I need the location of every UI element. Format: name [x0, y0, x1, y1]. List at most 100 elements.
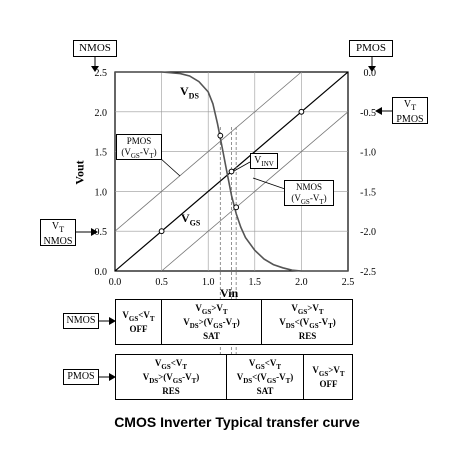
vinv-v: V — [254, 155, 262, 166]
nmos-row-label: NMOS — [63, 313, 99, 329]
y-right-tick-label: -1.5 — [360, 187, 376, 198]
pmos-row-label: PMOS — [63, 369, 99, 385]
pmos-top-tag: PMOS — [349, 40, 393, 57]
vgs-v: V — [181, 211, 190, 225]
pmos-cell-line: VDS<(VGS-VT) — [236, 372, 294, 385]
pmos-cell-line: OFF — [319, 378, 338, 389]
pmos-cell-line: VDS>(VGS-VT) — [142, 372, 200, 385]
nmos-note: NMOS (VGS-VT) — [284, 180, 334, 206]
nmos-top-arrowhead — [91, 66, 99, 72]
nmos-note-close: ) — [323, 193, 327, 203]
marker-point — [298, 108, 305, 115]
nmos-note-open: (V — [291, 193, 301, 203]
y-right-tick-labels: 0.0-0.5-1.0-1.5-2.0-2.5 — [360, 68, 376, 278]
nmos-note-title: NMOS — [295, 182, 322, 192]
y-left-tick-label: 2.5 — [95, 68, 108, 79]
vinv-tag: VINV — [250, 153, 278, 169]
vt-nmos-arrowhead — [91, 228, 98, 236]
nmos-note-minus: -V — [309, 193, 320, 203]
vt-pmos-sub: T — [411, 103, 417, 112]
vds-v: V — [180, 84, 189, 98]
vt-nmos-tag: VT NMOS — [40, 219, 76, 247]
x-tick-label: 1.5 — [249, 277, 262, 288]
y-right-tick-label: -2.0 — [360, 227, 376, 238]
marker-point — [233, 204, 240, 211]
vgs-sub: GS — [189, 218, 201, 228]
pmos-cell-line: VGS<VT — [154, 358, 188, 371]
vt-nmos-v: V — [51, 221, 60, 232]
y-left-tick-label: 0.0 — [95, 267, 108, 278]
transfer-curve — [115, 71, 348, 272]
nmos-cell-line: VDS<(VGS-VT) — [279, 317, 336, 330]
figure-caption: CMOS Inverter Typical transfer curve — [114, 414, 360, 430]
nmos-cell-line: VGS>VT — [291, 303, 324, 316]
vds-sub: DS — [188, 91, 199, 101]
pmos-vt-line — [115, 72, 302, 232]
vt-nmos-label: NMOS — [43, 236, 73, 247]
pmos-cell-line: SAT — [256, 385, 274, 396]
nmos-cell-line: SAT — [203, 330, 220, 341]
x-tick-label: 0.0 — [109, 277, 122, 288]
pmos-note-leader — [159, 157, 181, 177]
vt-pmos-v: V — [403, 99, 412, 110]
pmos-note-gs: GS — [130, 151, 140, 160]
x-tick-label: 0.5 — [155, 277, 168, 288]
y-right-tick-label: -0.5 — [360, 108, 376, 119]
nmos-vt-line — [161, 111, 348, 271]
vinv-sub: INV — [261, 160, 274, 168]
y-left-tick-labels: 2.5 2.0 1.5 1.0 0.5 0.0 — [95, 68, 108, 278]
marker-point — [228, 168, 235, 175]
pmos-note-t: T — [149, 151, 154, 160]
x-tick-label: 1.0 — [202, 277, 215, 288]
vt-pmos-tag: VT PMOS — [392, 97, 428, 125]
y-left-tick-label: 1.0 — [95, 187, 108, 198]
vinv-leader — [233, 161, 251, 172]
y-right-tick-label: 0.0 — [364, 68, 377, 79]
x-tick-label: 2.5 — [342, 277, 355, 288]
vgs-label: VGS — [181, 211, 200, 227]
vt-pmos-label: PMOS — [396, 114, 424, 125]
pmos-row-arrow — [99, 373, 116, 381]
vds-label: VDS — [180, 84, 199, 100]
pmos-cell-line: VGS>VT — [312, 365, 345, 378]
marker-point — [217, 132, 224, 139]
grid-lines — [115, 72, 348, 271]
y-left-tick-label: 1.5 — [95, 148, 108, 159]
y-axis-label: Vout — [72, 160, 87, 185]
vt-pmos-arrowhead — [375, 107, 382, 115]
pmos-note-open: (V — [121, 147, 131, 157]
pmos-note-close: ) — [153, 147, 157, 157]
nmos-cell-line: VGS>VT — [195, 303, 228, 316]
nmos-cell-line: RES — [298, 330, 317, 341]
nmos-note-leader — [252, 177, 286, 190]
pmos-cell-line: RES — [162, 385, 180, 396]
nmos-note-gs: GS — [300, 197, 310, 206]
y-left-tick-label: 0.5 — [95, 227, 108, 238]
marker-points — [158, 108, 305, 235]
pmos-note-title: PMOS — [126, 136, 152, 146]
nmos-cell-line: VGS<VT — [122, 310, 155, 323]
nmos-cell-line: OFF — [129, 323, 148, 334]
pmos-note: PMOS (VGS-VT) — [116, 134, 162, 160]
x-axis-label: Vin — [220, 286, 239, 300]
nmos-note-t: T — [319, 197, 324, 206]
marker-point — [158, 228, 165, 235]
pmos-note-minus: -V — [139, 147, 150, 157]
nmos-top-tag: NMOS — [73, 40, 117, 57]
y-right-tick-label: -2.5 — [360, 267, 376, 278]
pmos-cell-line: VGS<VT — [248, 358, 282, 371]
y-left-tick-label: 2.0 — [95, 108, 108, 119]
nmos-cell-line: VDS>(VGS-VT) — [183, 317, 240, 330]
pmos-top-arrowhead — [368, 66, 376, 72]
nmos-row-arrow — [99, 317, 116, 325]
